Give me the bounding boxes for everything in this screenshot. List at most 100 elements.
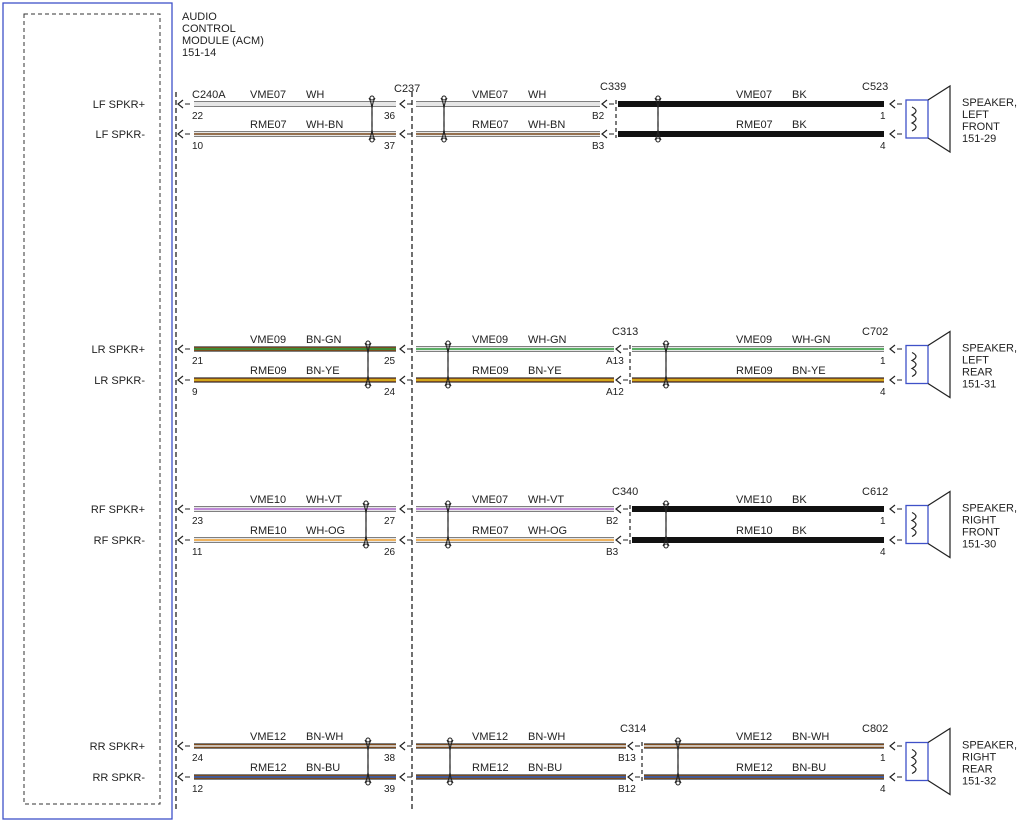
color-code-label: BK	[792, 119, 807, 131]
acm-pin-chevron	[177, 504, 190, 514]
connector-label-lf-c3: C523	[862, 81, 888, 93]
pin-speaker: 4	[880, 387, 886, 398]
signal-label: LF SPKR+	[93, 99, 145, 111]
color-code-label: BN-WH	[306, 731, 343, 743]
pin-acm: 10	[192, 141, 204, 152]
circuit-label: RME07	[736, 119, 773, 131]
pin-c2: B2	[606, 516, 619, 527]
c1-pin-chevron	[399, 504, 412, 514]
wire-seg2	[416, 101, 600, 107]
c1-pin-chevron	[399, 535, 412, 545]
c2-pin-chevron	[627, 741, 640, 751]
acm-module-inner	[23, 13, 161, 805]
pin-c1: 38	[384, 753, 396, 764]
color-code-label: WH-GN	[528, 334, 567, 346]
wire-seg2	[416, 743, 626, 749]
pin-speaker: 1	[880, 356, 886, 367]
circuit-label: VME12	[736, 731, 772, 743]
connector-label-rf-c3: C612	[862, 486, 888, 498]
pin-acm: 23	[192, 516, 204, 527]
circuit-label: RME07	[472, 119, 509, 131]
connector-label-rf-c2: C340	[612, 486, 638, 498]
twisted-pair-marker	[446, 737, 454, 786]
speaker-pin-chevron	[889, 375, 902, 385]
circuit-label: RME09	[736, 365, 773, 377]
speaker-label-line: SPEAKER,	[962, 740, 1017, 752]
wire-seg3	[644, 774, 884, 780]
speaker-label-line: 151-30	[962, 539, 996, 551]
pin-acm: 24	[192, 753, 204, 764]
color-code-label: BK	[792, 494, 807, 506]
speaker-icon	[905, 727, 951, 796]
c2-pin-chevron	[615, 375, 628, 385]
color-code-label: WH-BN	[528, 119, 565, 131]
pin-speaker: 4	[880, 547, 886, 558]
circuit-label: RME12	[472, 762, 509, 774]
twisted-pair-marker	[364, 340, 372, 389]
pin-c2: B2	[592, 111, 605, 122]
wire-seg1	[194, 506, 396, 512]
pin-c2: B3	[606, 547, 619, 558]
acm-pin-chevron	[177, 772, 190, 782]
wire-seg3	[632, 377, 884, 383]
pin-c1: 25	[384, 356, 396, 367]
color-code-label: BK	[792, 525, 807, 537]
signal-label: RR SPKR-	[92, 772, 145, 784]
wire-seg2	[416, 506, 614, 512]
twisted-pair-marker	[654, 95, 662, 143]
color-code-label: BN-YE	[528, 365, 562, 377]
twisted-pair-marker	[364, 737, 372, 786]
speaker-pin-chevron	[889, 504, 902, 514]
twisted-pair-marker	[444, 500, 452, 549]
pin-acm: 11	[192, 547, 203, 558]
circuit-label: VME10	[736, 494, 772, 506]
wire-seg1	[194, 101, 396, 107]
pin-speaker: 4	[880, 141, 886, 152]
module-title-line: MODULE (ACM)	[182, 35, 264, 47]
wire-seg2	[416, 774, 626, 780]
acm-pin-chevron	[177, 99, 190, 109]
speaker-label-line: RIGHT	[962, 752, 997, 764]
circuit-label: RME10	[250, 525, 287, 537]
c1-pin-chevron	[399, 741, 412, 751]
module-title-line: 151-14	[182, 47, 216, 59]
speaker-pin-chevron	[889, 772, 902, 782]
wire-seg2	[416, 131, 600, 137]
signal-label: LR SPKR+	[92, 344, 146, 356]
speaker-icon	[905, 490, 951, 559]
circuit-label: RME12	[736, 762, 773, 774]
color-code-label: BN-YE	[792, 365, 826, 377]
wire-seg1	[194, 743, 396, 749]
pin-acm: 12	[192, 784, 204, 795]
c2-pin-chevron	[627, 772, 640, 782]
pin-speaker: 1	[880, 516, 886, 527]
circuit-label: RME09	[250, 365, 287, 377]
speaker-label-line: SPEAKER,	[962, 97, 1017, 109]
pin-c2: B12	[618, 784, 636, 795]
pin-c2: B3	[592, 141, 605, 152]
c1-pin-chevron	[399, 375, 412, 385]
color-code-label: WH-BN	[306, 119, 343, 131]
speaker-label-line: LEFT	[962, 109, 989, 121]
signal-label: RR SPKR+	[90, 741, 145, 753]
speaker-label-line: FRONT	[962, 527, 1000, 539]
circuit-label: VME09	[250, 334, 286, 346]
circuit-label: VME07	[472, 494, 508, 506]
connector-label-lf-c2: C339	[600, 81, 626, 93]
module-title-line: AUDIO	[182, 11, 217, 23]
c1-pin-chevron	[399, 129, 412, 139]
pin-speaker: 1	[880, 111, 886, 122]
signal-label: RF SPKR+	[91, 504, 145, 516]
speaker-pin-chevron	[889, 344, 902, 354]
circuit-label: VME09	[736, 334, 772, 346]
pin-acm: 22	[192, 111, 204, 122]
connector-label-rr-c3: C802	[862, 723, 888, 735]
connector-label-c240a: C240A	[192, 89, 226, 101]
wire-seg2	[416, 537, 614, 543]
wire-seg3	[644, 743, 884, 749]
speaker-label-line: 151-29	[962, 133, 996, 145]
pin-acm: 9	[192, 387, 198, 398]
connector-label-lr-c2: C313	[612, 326, 638, 338]
color-code-label: BN-BU	[792, 762, 826, 774]
c2-pin-chevron	[615, 344, 628, 354]
